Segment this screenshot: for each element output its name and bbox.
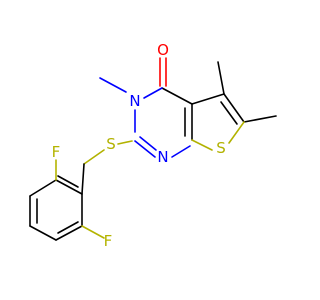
bond-c5-methyl	[217, 61, 225, 95]
bond-n3-methyl	[99, 77, 127, 93]
bond-c4-n3	[143, 87, 163, 99]
f-top-atom-label: F	[52, 143, 61, 161]
bond-ar5-double	[57, 221, 79, 234]
bond-s-c7a	[191, 139, 213, 151]
bond-c5-c6	[223, 93, 245, 123]
bond-c4-c4a	[161, 87, 193, 105]
bond-ch2-aryl	[81, 163, 85, 195]
s-thiophene-atom-label: S	[216, 139, 226, 157]
f-bottom-atom-label: F	[104, 232, 113, 250]
s-thioether-atom-label: S	[106, 135, 116, 153]
n-methyl-atom-label: N	[129, 92, 140, 110]
bond-ar2	[29, 179, 57, 197]
molecule-structure: O N N S S F F	[29, 41, 277, 250]
bond-c2-n1	[134, 140, 156, 158]
bonds	[29, 57, 277, 241]
bond-ar1-double	[57, 175, 79, 188]
bond-c6-s	[228, 121, 245, 144]
bond-ar1	[55, 179, 83, 195]
bond-n1-c7a	[171, 145, 191, 158]
molecule-canvas: O N N S S F F	[29, 41, 277, 250]
oxygen-atom-label: O	[157, 41, 169, 59]
bond-c5-c6-double	[220, 101, 238, 125]
bond-c4a-c5	[191, 93, 225, 105]
atom-labels: O N N S S F F	[52, 41, 226, 250]
bond-ar4	[29, 225, 57, 241]
bond-ar5	[55, 225, 83, 241]
bond-s-ch2	[83, 149, 105, 165]
n-ring-atom-label: N	[157, 148, 168, 166]
bond-c-f-bottom	[81, 225, 105, 239]
bond-c2-s	[117, 140, 133, 145]
bond-c6-methyl	[243, 115, 277, 123]
bond-c2-n1-double	[139, 136, 157, 151]
